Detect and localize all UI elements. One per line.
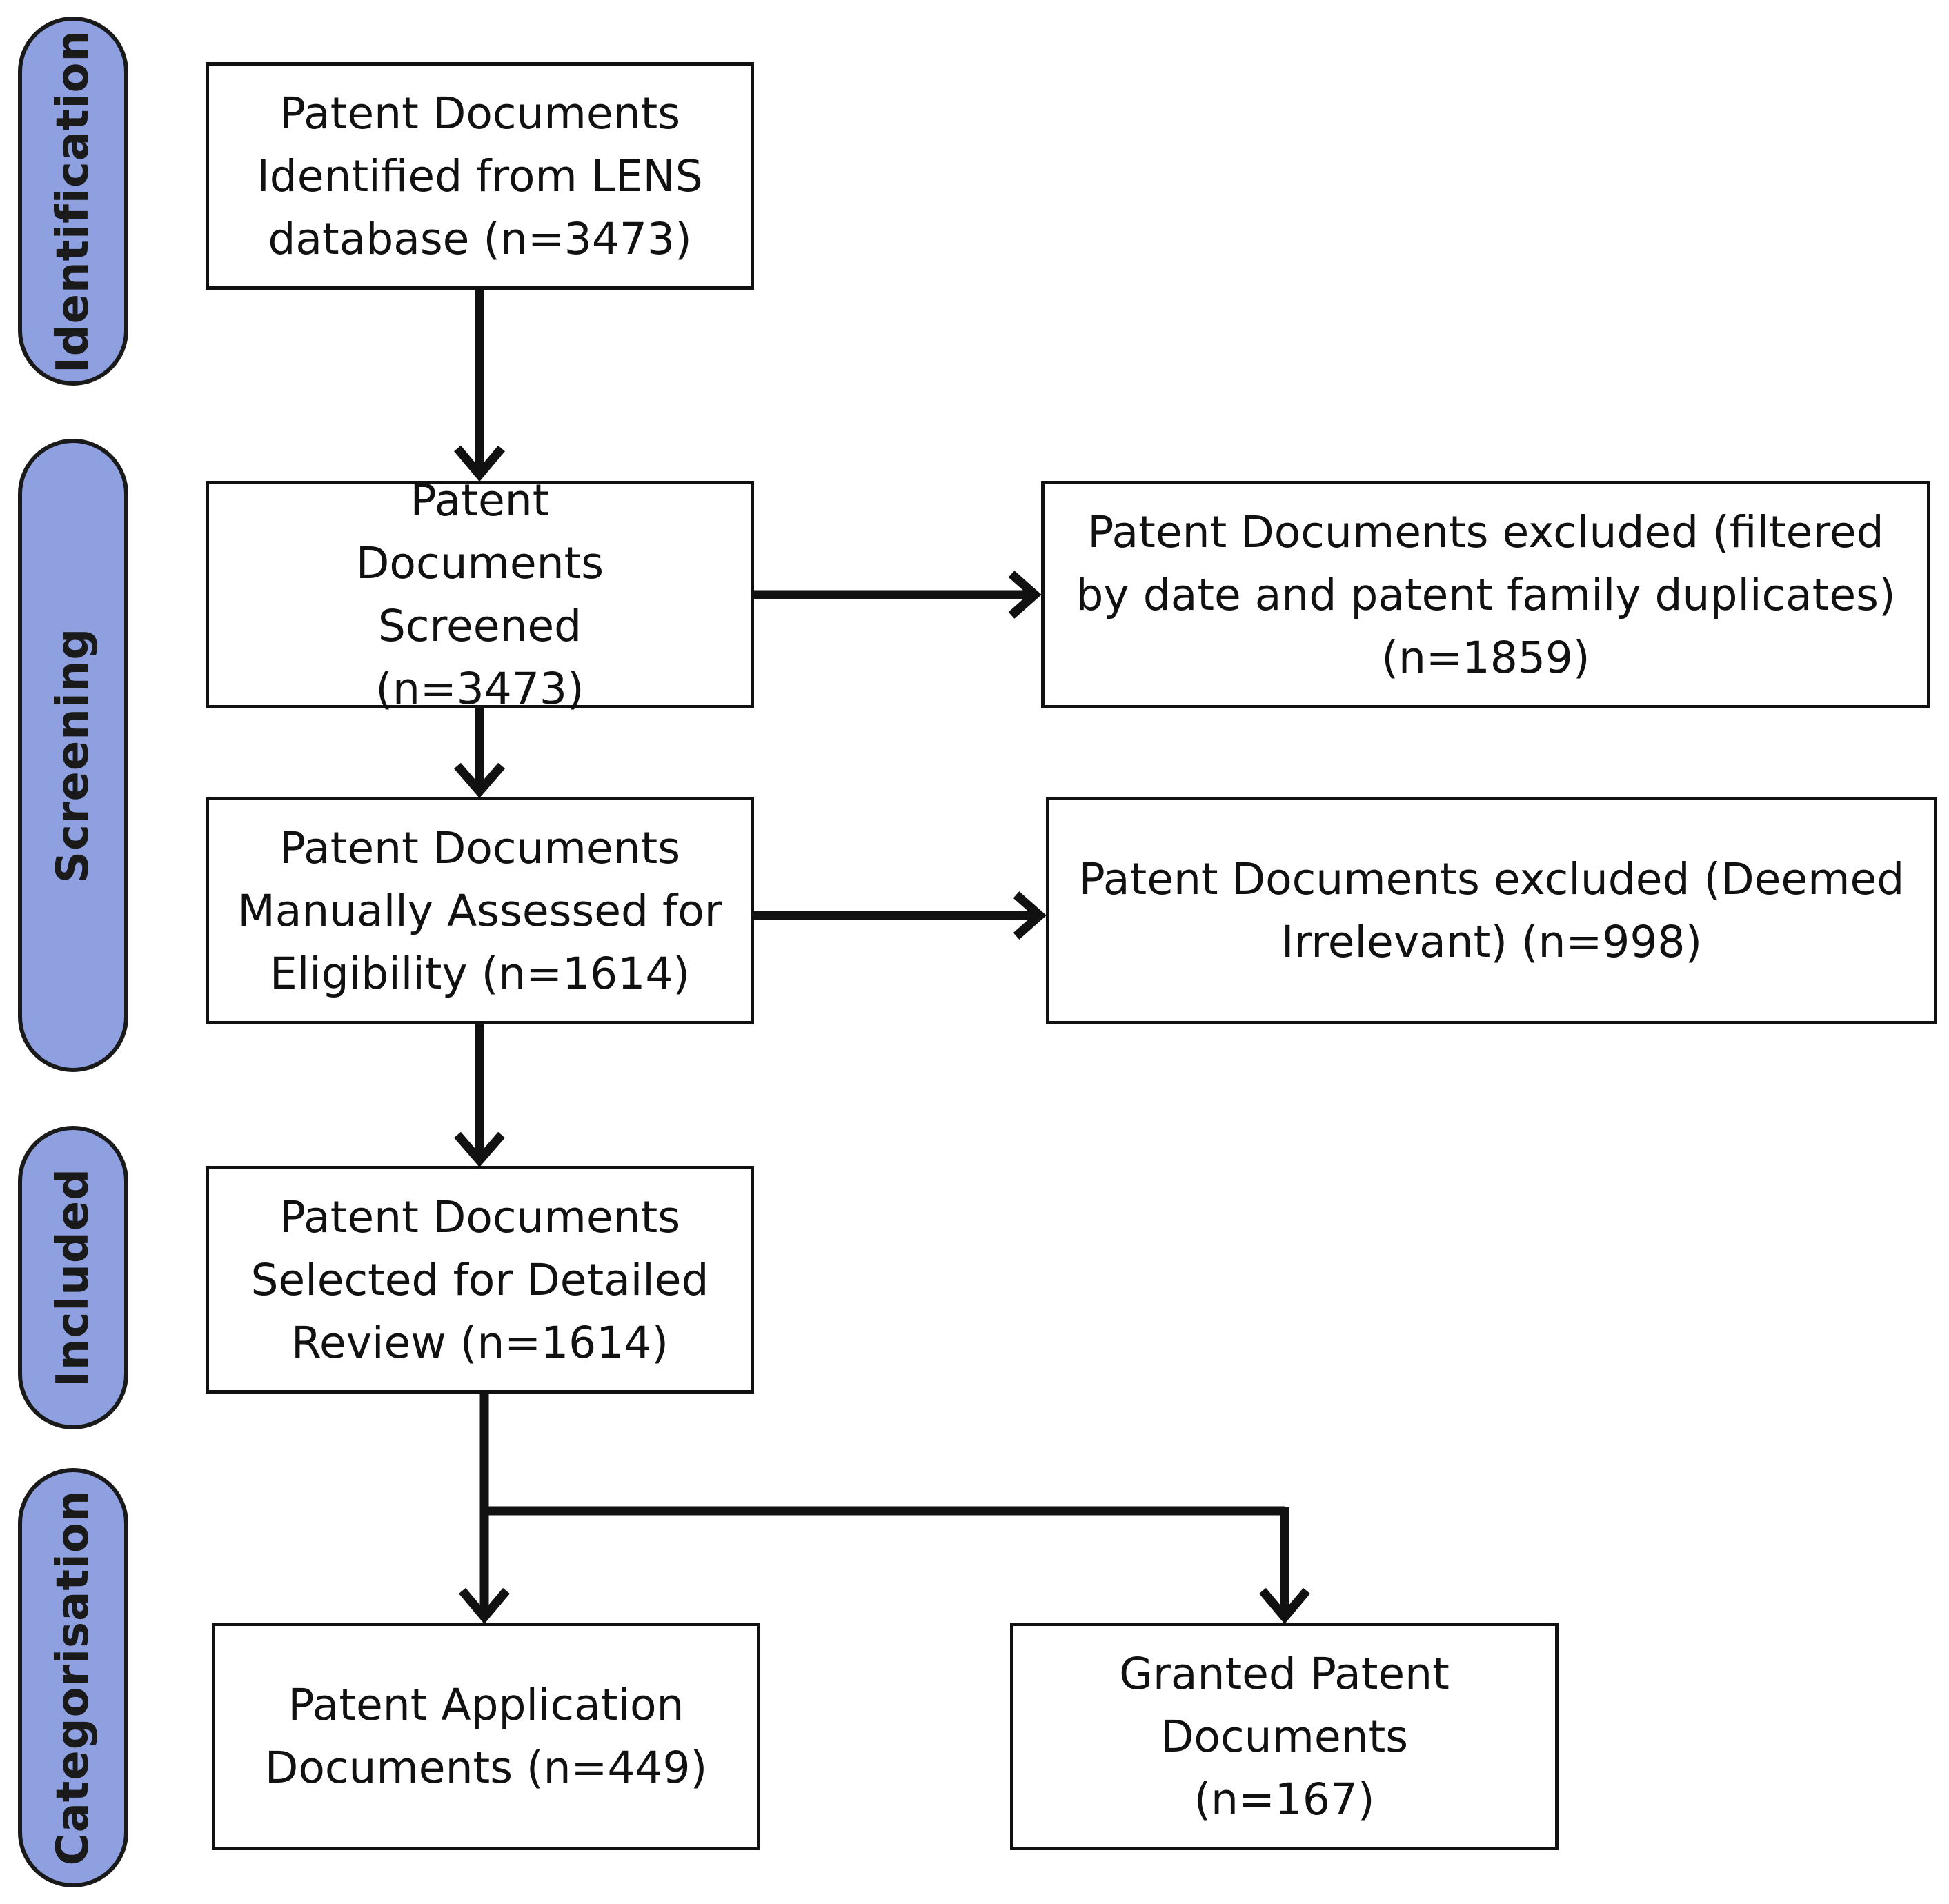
box-assessed-text: Patent Documents Manually Assessed for E…: [237, 822, 722, 999]
box-selected-text: Patent Documents Selected for Detailed R…: [250, 1191, 709, 1368]
stage-identification: Identification: [18, 17, 128, 386]
stage-screening-label: Screening: [48, 627, 99, 884]
box-applications-text: Patent Application Documents (n=449): [264, 1680, 708, 1793]
box-selected: Patent Documents Selected for Detailed R…: [206, 1166, 754, 1394]
stage-screening: Screening: [18, 439, 128, 1072]
stage-categorisation-label: Categorisation: [48, 1489, 99, 1866]
box-excluded-filtered-text: Patent Documents excluded (filtered by d…: [1076, 506, 1896, 683]
box-screened-text: Patent Documents Screened (n=3473): [355, 475, 604, 714]
stage-categorisation: Categorisation: [18, 1468, 128, 1887]
box-screened: Patent Documents Screened (n=3473): [206, 475, 754, 714]
box-granted-text: Granted Patent Documents (n=167): [1119, 1648, 1450, 1825]
box-identified-text: Patent Documents Identified from LENS da…: [257, 88, 703, 264]
box-excluded-irrelevant-text: Patent Documents excluded (Deemed Irrele…: [1078, 854, 1905, 967]
arrowhead-to-applications: [459, 1587, 510, 1625]
arrowhead-screened-to-excluded: [1008, 571, 1042, 619]
stage-included-label: Included: [48, 1168, 99, 1387]
arrowhead-to-granted: [1259, 1587, 1310, 1625]
stage-identification-label: Identification: [48, 29, 99, 373]
box-identified: Patent Documents Identified from LENS da…: [206, 62, 754, 290]
box-assessed: Patent Documents Manually Assessed for E…: [206, 797, 754, 1024]
arrowhead-assessed-to-selected: [454, 1131, 505, 1167]
box-excluded-filtered: Patent Documents excluded (filtered by d…: [1041, 481, 1930, 708]
box-applications: Patent Application Documents (n=449): [212, 1623, 760, 1850]
arrowhead-assessed-to-excluded: [1013, 891, 1047, 940]
box-excluded-irrelevant: Patent Documents excluded (Deemed Irrele…: [1046, 797, 1937, 1024]
box-granted: Granted Patent Documents (n=167): [1010, 1623, 1559, 1850]
stage-included: Included: [18, 1126, 128, 1429]
arrowhead-screened-to-assessed: [454, 762, 505, 798]
